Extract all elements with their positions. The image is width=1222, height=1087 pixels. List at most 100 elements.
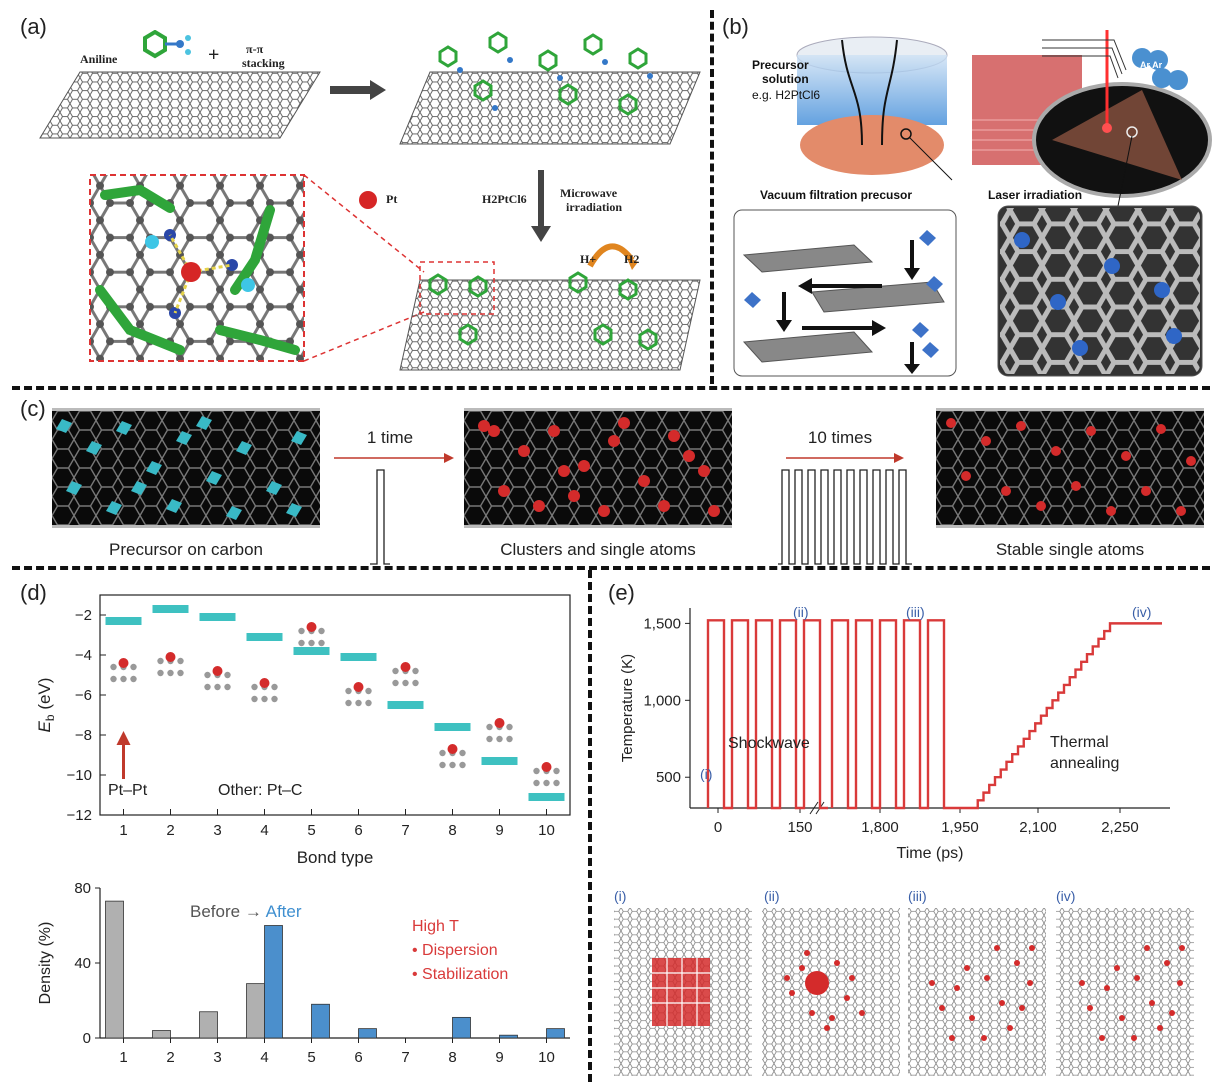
snapshot-label-iv: (iv) (1056, 888, 1076, 904)
temperature-trace (706, 619, 1162, 810)
energy-marker (246, 633, 283, 641)
pt-single-atoms-c (946, 418, 1196, 516)
dispersion-label: • Dispersion (412, 942, 498, 959)
bond-model (204, 666, 231, 691)
marker-iii: (iii) (906, 604, 925, 620)
carbon-atom (298, 639, 305, 647)
carbon-atom (506, 723, 513, 731)
energy-y-tick-label: −12 (67, 807, 92, 824)
laser-irradiation-title: Laser irradiation (988, 188, 1083, 202)
density-x-tick-label: 3 (213, 1049, 221, 1066)
density-y-tick-label: 0 (83, 1030, 91, 1047)
carbon-atom (177, 657, 184, 665)
temp-x-axis-label: Time (ps) (897, 845, 964, 862)
precursor-label-1: Precursor (752, 58, 809, 72)
graphene-sheet-3 (399, 279, 701, 371)
bond-model (157, 652, 184, 677)
energy-x-tick-label: 2 (166, 822, 174, 839)
aniline-molecule (143, 30, 191, 59)
vacuum-filtration-title: Vacuum filtration precusor (760, 188, 913, 202)
ten-pulses (778, 469, 912, 565)
carbon-atom (251, 683, 258, 691)
carbon-atom (271, 683, 278, 691)
density-legend: Before → After (190, 902, 302, 922)
density-bar-before (105, 900, 124, 1039)
energy-marker (199, 613, 236, 621)
carbon-atom (204, 683, 211, 691)
stabilization-label: • Stabilization (412, 966, 509, 983)
carbon-atom (318, 639, 325, 647)
energy-x-tick-label: 4 (260, 822, 268, 839)
density-x-tick-label: 1 (119, 1049, 127, 1066)
density-x-tick-label: 10 (538, 1049, 555, 1066)
carbon-atom (167, 669, 174, 677)
bond-model (110, 658, 137, 683)
reaction-arrow-right (330, 80, 386, 100)
carbon-atom (204, 671, 211, 679)
density-x-tick-label: 8 (448, 1049, 456, 1066)
snapshot-iii (908, 908, 1046, 1076)
density-bar-before (199, 1011, 218, 1039)
carbon-atom (365, 687, 372, 695)
carbon-atom (412, 679, 419, 687)
stacking-label-2: stacking (242, 56, 285, 70)
temp-y-tick-label: 1,500 (643, 615, 681, 632)
panel-e-label: (e) (608, 580, 635, 605)
pt-single-atoms (1014, 232, 1182, 356)
reaction-arrow-down (538, 170, 544, 228)
bond-model (533, 762, 560, 787)
energy-plot-frame (99, 594, 571, 816)
tube-single-atoms (936, 408, 1204, 528)
temp-y-axis-label: Temperature (K) (619, 654, 636, 762)
ptpt-arrowhead (116, 731, 131, 745)
carbon-atom (130, 675, 137, 683)
carbon-atom (271, 695, 278, 703)
zoom-source-box (419, 261, 495, 315)
energy-x-tick-label: 5 (307, 822, 315, 839)
bond-model (251, 678, 278, 703)
pt-atom (212, 666, 223, 676)
regime-thermal: Thermal (1050, 734, 1109, 751)
bond-model (486, 718, 513, 743)
precursor-label-2: solution (762, 72, 809, 86)
energy-x-tick-label: 7 (401, 822, 409, 839)
tube-precursor (52, 408, 320, 528)
pt-atom (541, 762, 552, 772)
energy-marker (105, 617, 142, 625)
energy-y-tick-label: −8 (75, 727, 92, 744)
temp-x-tick-label: 2,250 (1101, 819, 1139, 836)
legend-after: After (265, 902, 302, 921)
density-bar-after (499, 1034, 518, 1039)
legend-arrow: → (244, 902, 262, 921)
energy-x-tick-label: 1 (119, 822, 127, 839)
pt-legend-dot (359, 191, 377, 209)
legend-before: Before (190, 902, 241, 921)
energy-x-axis-label: Bond type (297, 848, 374, 867)
hydrogen-label: H2 (624, 252, 640, 266)
pt-atom (400, 662, 411, 672)
filter-membrane (800, 115, 944, 175)
carbon-atom (130, 663, 137, 671)
carbon-atom (392, 667, 399, 675)
carbon-atom (120, 675, 127, 683)
carbon-atom (110, 663, 117, 671)
h2-evolution-arrow (587, 243, 635, 268)
density-y-tick-label: 40 (74, 955, 91, 972)
temp-x-tick-label: 1,950 (941, 819, 979, 836)
carbon-atom (345, 687, 352, 695)
bond-model (392, 662, 419, 687)
pt-atom (165, 652, 176, 662)
panel-b-label: (b) (722, 14, 749, 39)
density-x-tick-label: 9 (495, 1049, 503, 1066)
temp-x-tick-label: 1,800 (861, 819, 899, 836)
carbon-atom (298, 627, 305, 635)
marker-iv: (iv) (1132, 604, 1152, 620)
argon-label: Ar Ar (1140, 60, 1163, 70)
carbon-atom (533, 767, 540, 775)
pt-atom (118, 658, 129, 668)
divider-ab (710, 10, 714, 384)
graphene-sheet-2 (399, 71, 701, 145)
